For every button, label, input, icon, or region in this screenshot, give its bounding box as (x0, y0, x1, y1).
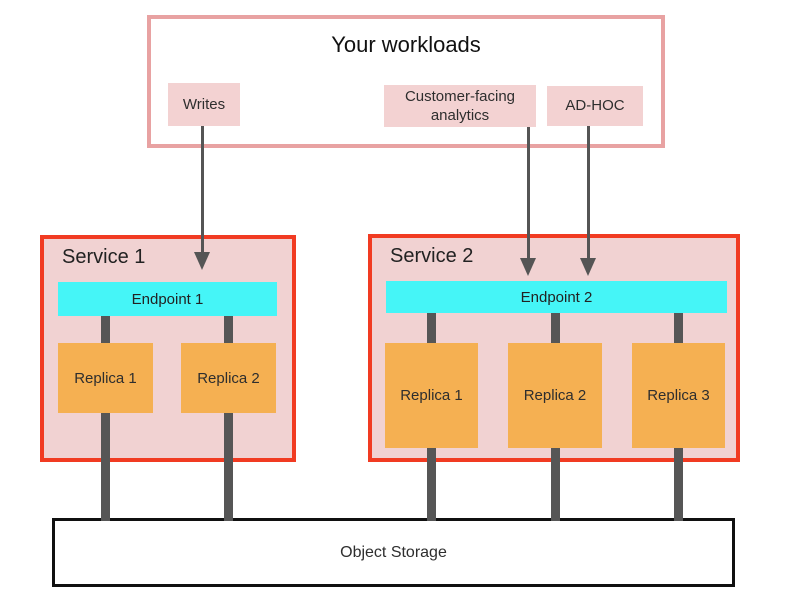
replica-label: Replica 1 (400, 387, 463, 404)
replica-box: Replica 2 (181, 343, 276, 413)
service-2-endpoint-bar: Endpoint 2 (386, 281, 727, 313)
connector (427, 313, 436, 343)
adhoc-arrow-stem (587, 126, 590, 259)
connector (674, 448, 683, 521)
object-storage-box: Object Storage (52, 518, 735, 587)
workload-chip-customer-facing-analytics: Customer-facing analytics (384, 85, 536, 127)
connector (427, 448, 436, 521)
workload-chip-writes-label: Writes (182, 95, 226, 113)
writes-arrow-head (194, 252, 210, 270)
service-1-endpoint-label: Endpoint 1 (131, 290, 204, 308)
connector (101, 413, 110, 521)
replica-box: Replica 3 (632, 343, 725, 448)
connector (551, 448, 560, 521)
workload-chip-writes: Writes (168, 83, 240, 126)
service-2-title: Service 2 (390, 245, 474, 267)
workload-chip-adhoc-label: AD-HOC (565, 97, 625, 115)
replica-box: Replica 2 (508, 343, 602, 448)
object-storage-label: Object Storage (340, 543, 447, 561)
replica-box: Replica 1 (58, 343, 153, 413)
service-1-title: Service 1 (62, 246, 146, 268)
workloads-title: Your workloads (331, 32, 481, 57)
connector (674, 313, 683, 343)
analytics-arrow-head (520, 258, 536, 276)
connector (101, 316, 110, 343)
replica-label: Replica 1 (74, 369, 137, 387)
replica-label: Replica 3 (647, 387, 710, 404)
connector (224, 413, 233, 521)
workload-chip-analytics-label: Customer-facing analytics (404, 87, 516, 125)
replica-label: Replica 2 (197, 369, 260, 387)
replica-box: Replica 1 (385, 343, 478, 448)
adhoc-arrow-head (580, 258, 596, 276)
replica-label: Replica 2 (523, 387, 587, 404)
service-2-endpoint-label: Endpoint 2 (520, 288, 593, 306)
service-1-endpoint-bar: Endpoint 1 (58, 282, 277, 316)
connector (551, 313, 560, 343)
workload-chip-adhoc: AD-HOC (547, 86, 643, 126)
connector (224, 316, 233, 343)
analytics-arrow-stem (527, 127, 530, 259)
writes-arrow-stem (201, 126, 204, 254)
